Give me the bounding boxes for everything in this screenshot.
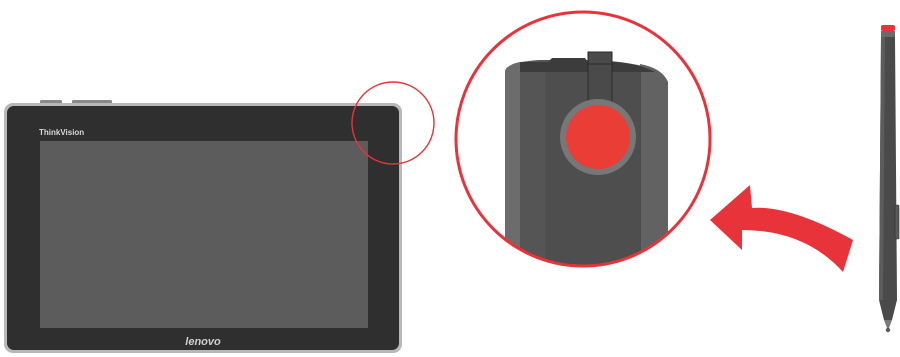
red-button: [566, 105, 630, 169]
stylus-pen: [879, 25, 900, 333]
pen-red-cap: [881, 25, 895, 31]
pen-nib: [885, 327, 891, 333]
tablet-brand-label: ThinkVision: [39, 128, 84, 137]
tablet-screen: [40, 141, 368, 328]
tablet: ThinkVision lenovo: [4, 81, 435, 353]
pen-body-shade: [879, 37, 885, 300]
curved-arrow-icon: [710, 185, 853, 272]
pen-side-button: [894, 204, 900, 240]
tablet-logo: lenovo: [185, 336, 221, 348]
pen-top-band: [881, 31, 895, 37]
zoomed-pen-right-edge: [640, 64, 668, 266]
corner-highlight-circle: [351, 81, 435, 165]
zoomed-pen-left-edge: [505, 62, 520, 266]
zoom-callout: [454, 10, 712, 268]
pen-tip: [884, 320, 892, 328]
zoom-callout-ring: [454, 10, 712, 268]
